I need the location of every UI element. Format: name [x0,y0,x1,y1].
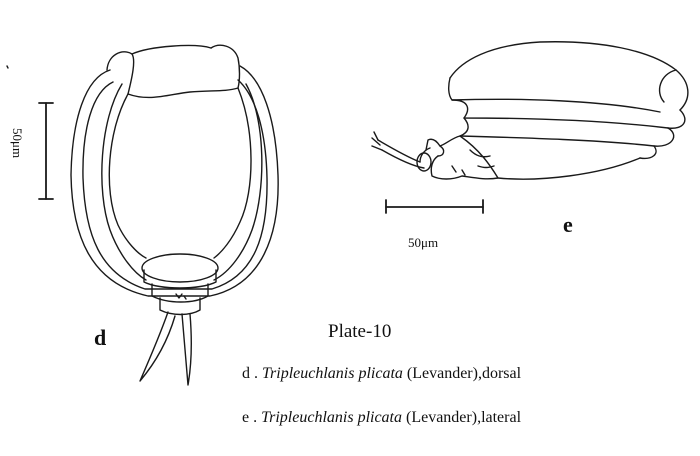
caption-d-prefix: d . [242,365,262,382]
scale-label-d: 50μm [10,128,25,159]
caption-d-species: Tripleuchlanis plicata [262,365,403,382]
figure-label-e: e [563,212,573,237]
caption-e: e . Tripleuchlanis plicata (Levander),la… [242,410,521,426]
caption-d-suffix: (Levander),dorsal [402,365,522,382]
specimen-e-lateral [372,42,688,179]
stray-mark [7,66,8,68]
specimen-d-dorsal [71,45,278,385]
figure-label-d: d [94,325,107,350]
caption-d: d . Tripleuchlanis plicata (Levander),do… [242,366,521,382]
plate-title: Plate-10 [328,321,392,342]
caption-e-species: Tripleuchlanis plicata [261,409,402,426]
caption-e-prefix: e . [242,409,262,426]
scale-label-e: 50μm [408,235,439,250]
caption-e-suffix: (Levander),lateral [402,409,522,426]
scale-bar-e [386,200,483,213]
scale-bar-d [39,103,53,199]
